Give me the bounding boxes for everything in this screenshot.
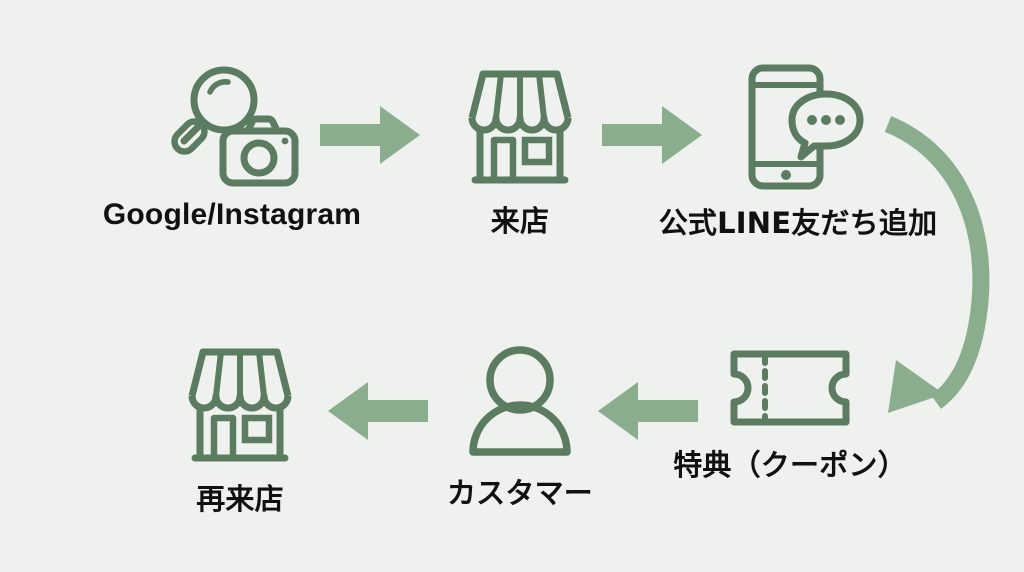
node-label-coupon: 特典（クーポン） <box>673 448 907 482</box>
node-google-instagram[interactable]: Google/Instagram <box>96 62 368 232</box>
node-coupon[interactable]: 特典（クーポン） <box>668 340 912 484</box>
curved-arrow-down-icon <box>858 110 998 430</box>
smartphone-chat-icon <box>732 58 864 194</box>
person-icon <box>460 340 580 464</box>
arrow-left-icon <box>596 380 700 442</box>
node-label-customer: カスタマー <box>446 476 593 510</box>
arrow-right-icon <box>600 104 704 166</box>
node-line-friend-add[interactable]: 公式LINE友だち追加 <box>658 58 938 242</box>
node-label-revisit: 再来店 <box>196 482 284 516</box>
arrow-right-icon <box>318 104 422 166</box>
ticket-coupon-icon <box>720 340 860 436</box>
arrow-left-icon <box>326 380 430 442</box>
storefront-icon <box>175 340 305 470</box>
node-label-line-friend-add: 公式LINE友だち追加 <box>658 206 938 240</box>
node-customer[interactable]: カスタマー <box>420 340 620 512</box>
node-label-google-instagram: Google/Instagram <box>102 198 362 231</box>
node-label-visit: 来店 <box>490 204 550 238</box>
node-revisit[interactable]: 再来店 <box>140 340 340 518</box>
node-visit[interactable]: 来店 <box>430 62 610 240</box>
magnifier-camera-icon <box>162 62 302 192</box>
storefront-icon <box>455 62 585 192</box>
